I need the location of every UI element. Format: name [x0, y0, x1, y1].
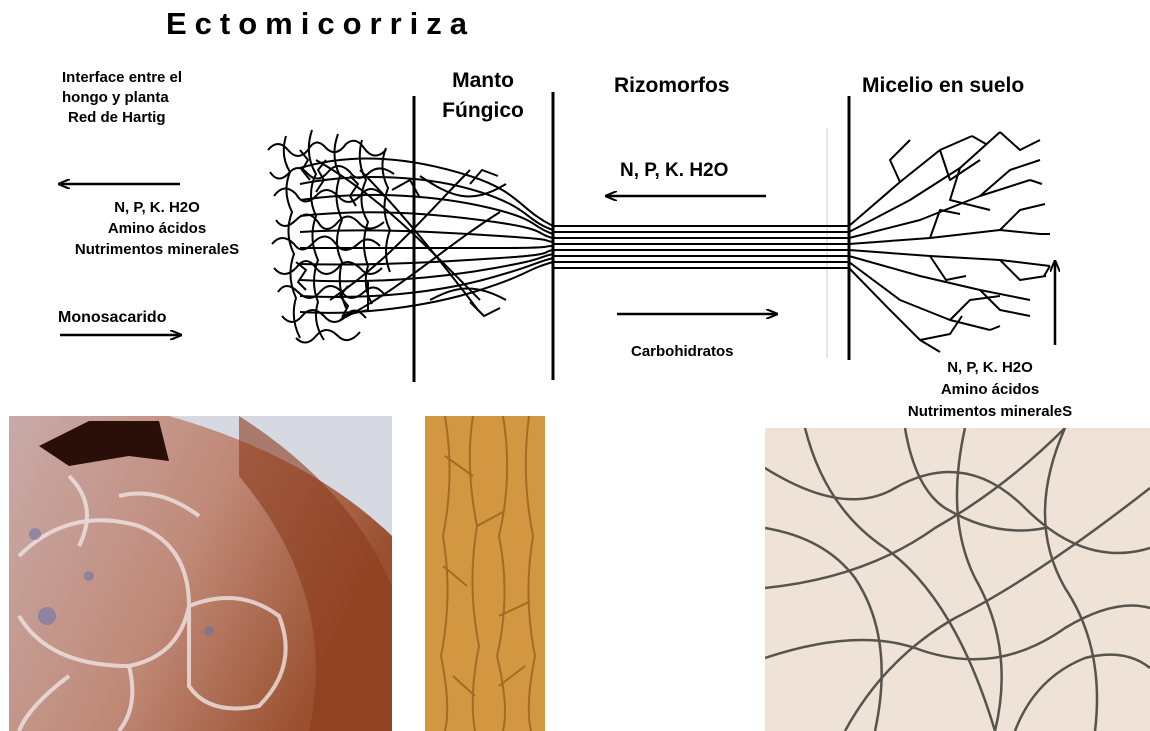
hartig-net-photo	[9, 416, 392, 731]
hartig-net-photo-image	[9, 416, 392, 731]
fungal-mantle-photo-image	[425, 416, 545, 731]
soil-mycelium-photo	[765, 428, 1150, 731]
rhizomorph-bundle	[553, 226, 849, 268]
fungal-mantle-photo	[425, 416, 545, 731]
soil-mycelium-fan	[849, 132, 1050, 352]
soil-mycelium-photo-image	[765, 428, 1150, 731]
ectomycorrhiza-diagram	[0, 0, 1150, 420]
